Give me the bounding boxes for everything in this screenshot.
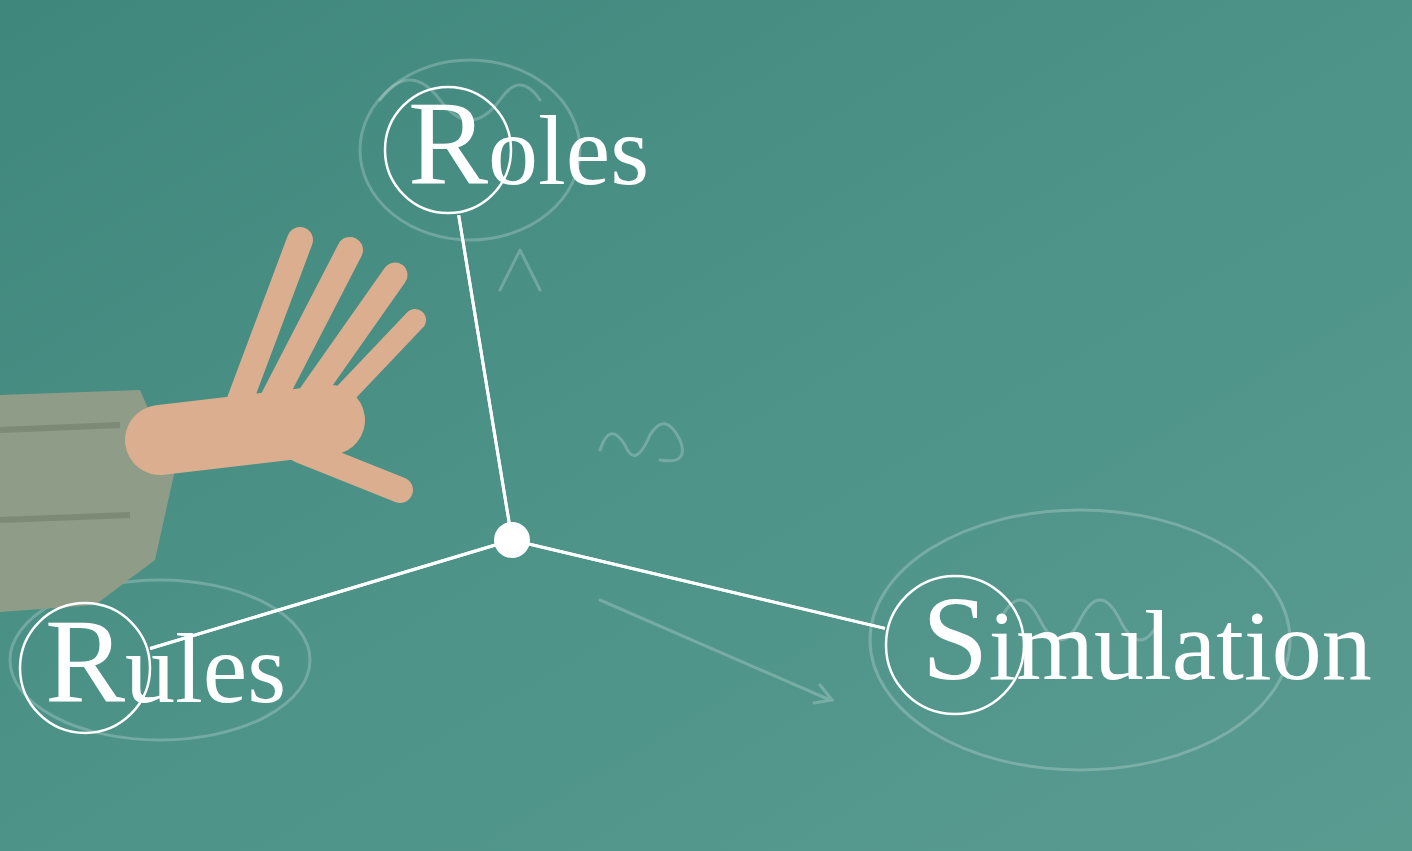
connector-line <box>459 215 885 628</box>
node-label: Roles <box>408 84 649 204</box>
circle-node: Simulation <box>885 575 1376 715</box>
connector-line <box>150 215 512 648</box>
circle-node: Rules <box>19 602 290 734</box>
circle-node: Roles <box>384 86 653 214</box>
node-label: Simulation <box>922 579 1372 699</box>
hand-illustration <box>0 240 415 612</box>
node-label: Rules <box>45 602 286 722</box>
